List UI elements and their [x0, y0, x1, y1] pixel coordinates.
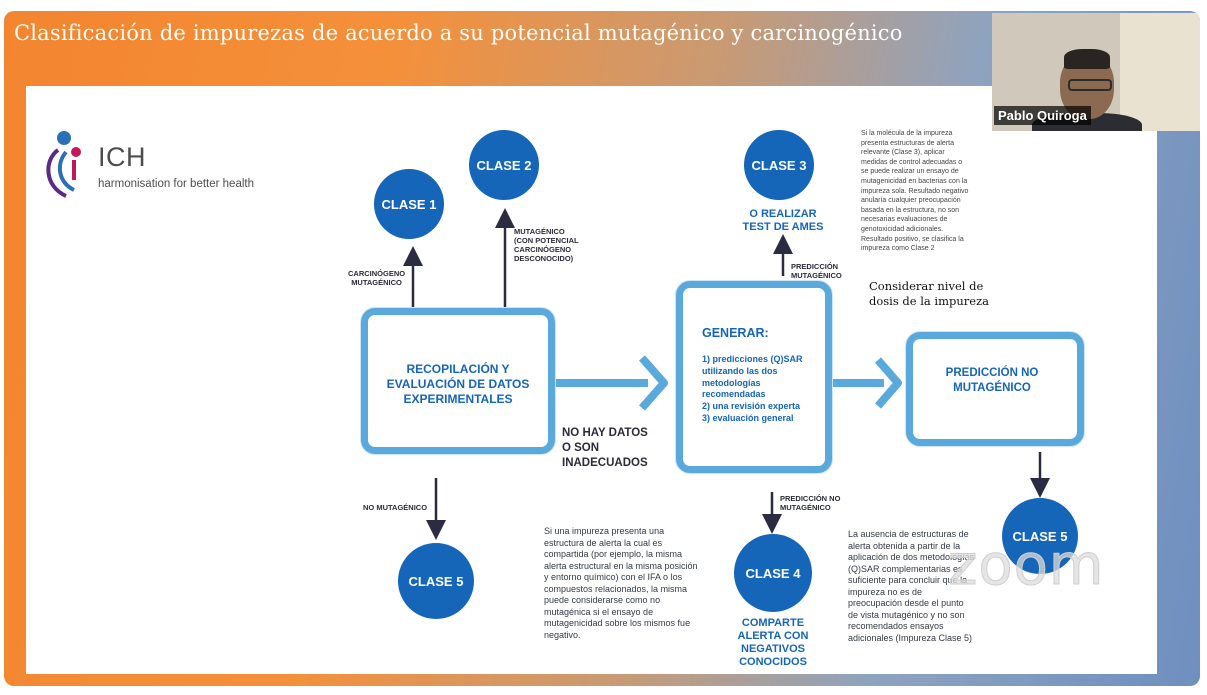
label-line: MUTAGÉNICO [791, 271, 842, 280]
generar-title: GENERAR: [702, 326, 769, 340]
note-line: presenta estructuras de alerta [861, 139, 954, 147]
note-line: mutagenicidad en bacterias con la [861, 177, 968, 185]
label-prediccion-no-mutagenico: PREDICCIÓN NO MUTAGÉNICO [780, 494, 840, 512]
note-line: de vista mutagénico y no son [848, 609, 965, 620]
note-line: negativo. [544, 629, 581, 640]
caption-line: TEST DE AMES [742, 221, 824, 233]
prediccion-box [906, 332, 1084, 446]
caption-line: CONOCIDOS [739, 656, 807, 668]
note-line: mutagénica si el ensayo de [544, 606, 654, 617]
note-line: impureza sola. Resultado negativo [861, 187, 969, 195]
zoom-watermark: zoom [947, 533, 1105, 599]
label-line: DESCONOCIDO) [514, 254, 574, 263]
clase2-circle: CLASE 2 [469, 130, 539, 200]
note-considerar: Considerar nivel de dosis de la impureza [869, 279, 989, 309]
generar-list: 1) predicciones (Q)SAR utilizando las do… [702, 354, 803, 425]
note-line: genotoxicidad adicionales. [861, 225, 944, 233]
caption-realizar-ames: O REALIZAR TEST DE AMES [728, 208, 838, 234]
generar-item: recomendadas [702, 389, 766, 400]
clase1-circle: CLASE 1 [374, 169, 444, 239]
caption-line: ALERTA CON [737, 630, 809, 642]
note-line: relevante (Clase 3), aplicar [861, 149, 945, 157]
prediccion-text: PREDICCIÓN NO MUTAGÉNICO [945, 367, 1039, 394]
note-line: dosis de la impureza [869, 294, 990, 308]
generar-item: utilizando las dos [702, 365, 778, 376]
person-hair [1064, 49, 1110, 69]
logo-text: ICH [98, 142, 146, 172]
label-line: PREDICCIÓN [791, 262, 839, 271]
label-line: (CON POTENCIAL [514, 236, 579, 245]
label-line: PREDICCIÓN NO [780, 494, 841, 503]
note-line: estructura de alerta la cual es [544, 537, 663, 548]
note-line: se puede realizar un ensayo de [861, 168, 959, 176]
note-line: Resultado positivo, se clasifica la [861, 235, 964, 243]
logo-tagline: harmonisation for better health [98, 178, 254, 190]
note-line: compartida (por ejemplo, la misma [544, 549, 683, 559]
generar-box [676, 281, 832, 473]
note-line: adicionales (Impureza Clase 5) [848, 632, 973, 643]
note-line: y entorno químico) con el IFA o los [544, 572, 683, 582]
caption-line: O REALIZAR [749, 208, 817, 220]
note-clase3: Si la molécula de la impureza presenta e… [861, 129, 1001, 254]
note-line: puede considerarse como no [544, 595, 661, 605]
note-line: medidas de control adecuadas o [861, 158, 963, 166]
participant-name: Pablo Quiroga [994, 106, 1091, 125]
clase3-circle: CLASE 3 [744, 130, 814, 200]
label-no-hay-datos: NO HAY DATOS O SON INADECUADOS [562, 426, 648, 471]
note-line: recomendados ensayos [848, 621, 944, 631]
caption-line: COMPARTE [741, 617, 805, 629]
label-no-mutagenico: NO MUTAGÉNICO [363, 503, 428, 512]
recopilacion-text: RECOPILACIÓN Y EVALUACIÓN DE DATOS EXPER… [386, 362, 530, 406]
slide-content: ICH harmonisation for better health [26, 86, 1157, 674]
participant-video[interactable]: Pablo Quiroga [992, 13, 1200, 131]
note-line: alerta obtenida a partir de la [848, 540, 961, 551]
label-line: NO HAY DATOS [562, 427, 648, 439]
label-line: MUTAGÉNICO [351, 278, 402, 287]
note-line: impureza no es de [848, 586, 923, 597]
note-line: Si la molécula de la impureza [861, 130, 953, 137]
note-line: Considerar nivel de [869, 279, 984, 293]
note-line: compuestos relacionados, la misma [544, 583, 688, 594]
note-line: (Q)SAR complementarias es [848, 563, 963, 574]
flow-arrows [403, 208, 1050, 540]
shared-screen: Clasificación de impurezas de acuerdo a … [4, 11, 1200, 686]
video-background [1120, 13, 1200, 131]
label-prediccion-mutagenico: PREDICCIÓN MUTAGÉNICO [791, 262, 842, 280]
generar-item: metodologías [702, 377, 761, 388]
clase5-left-circle: CLASE 5 [398, 543, 474, 619]
generar-item: 3) evaluación general [702, 412, 794, 423]
label-mutagenico-potencial: MUTAGÉNICO (CON POTENCIAL CARCINÓGENO DE… [514, 227, 579, 263]
note-line: alerta estructural en la misma posición [544, 560, 698, 571]
slide-title: Clasificación de impurezas de acuerdo a … [14, 21, 903, 45]
note-line: basada en la estructura, no son [861, 206, 960, 214]
recopilacion-box [361, 308, 555, 454]
note-line: suficiente para concluir que la [848, 575, 968, 585]
label-line: MUTAGÉNICO [514, 227, 565, 236]
label-line: MUTAGÉNICO [780, 503, 831, 512]
note-line: necesarias evaluaciones de [861, 216, 948, 224]
note-line: anularía cualquier preocupación [861, 197, 961, 205]
note-clase4: Si una impureza presenta una estructura … [544, 526, 734, 641]
label-line: CARCINÓGENO [514, 245, 572, 254]
note-line: aplicación de dos metodologías [848, 552, 975, 562]
label-line: O SON [562, 442, 600, 454]
ich-logo-icon [46, 131, 81, 198]
note-line: mutagenicidad sobre los mismos fue [544, 618, 691, 628]
generar-item: 1) predicciones (Q)SAR [702, 354, 803, 364]
note-line: La ausencia de estructuras de [848, 529, 969, 539]
caption-line: NEGATIVOS [741, 643, 805, 655]
note-clase5: La ausencia de estructuras de alerta obt… [848, 529, 998, 644]
glasses-icon [1068, 79, 1112, 91]
label-line: INADECUADOS [562, 457, 648, 469]
label-carcinogeno: CARCINÓGENO MUTAGÉNICO [348, 269, 405, 287]
label-line: CARCINÓGENO [348, 269, 406, 278]
note-line: preocupación desde el punto [848, 598, 964, 608]
caption-comparte-alerta: COMPARTE ALERTA CON NEGATIVOS CONOCIDOS [718, 617, 828, 669]
generar-item: 2) una revisión experta [702, 401, 801, 412]
clase4-circle: CLASE 4 [734, 534, 812, 612]
note-line: impureza como Clase 2 [861, 245, 935, 253]
clase5-right-circle: CLASE 5 [1002, 498, 1078, 574]
note-line: Si una impureza presenta una [544, 526, 665, 536]
